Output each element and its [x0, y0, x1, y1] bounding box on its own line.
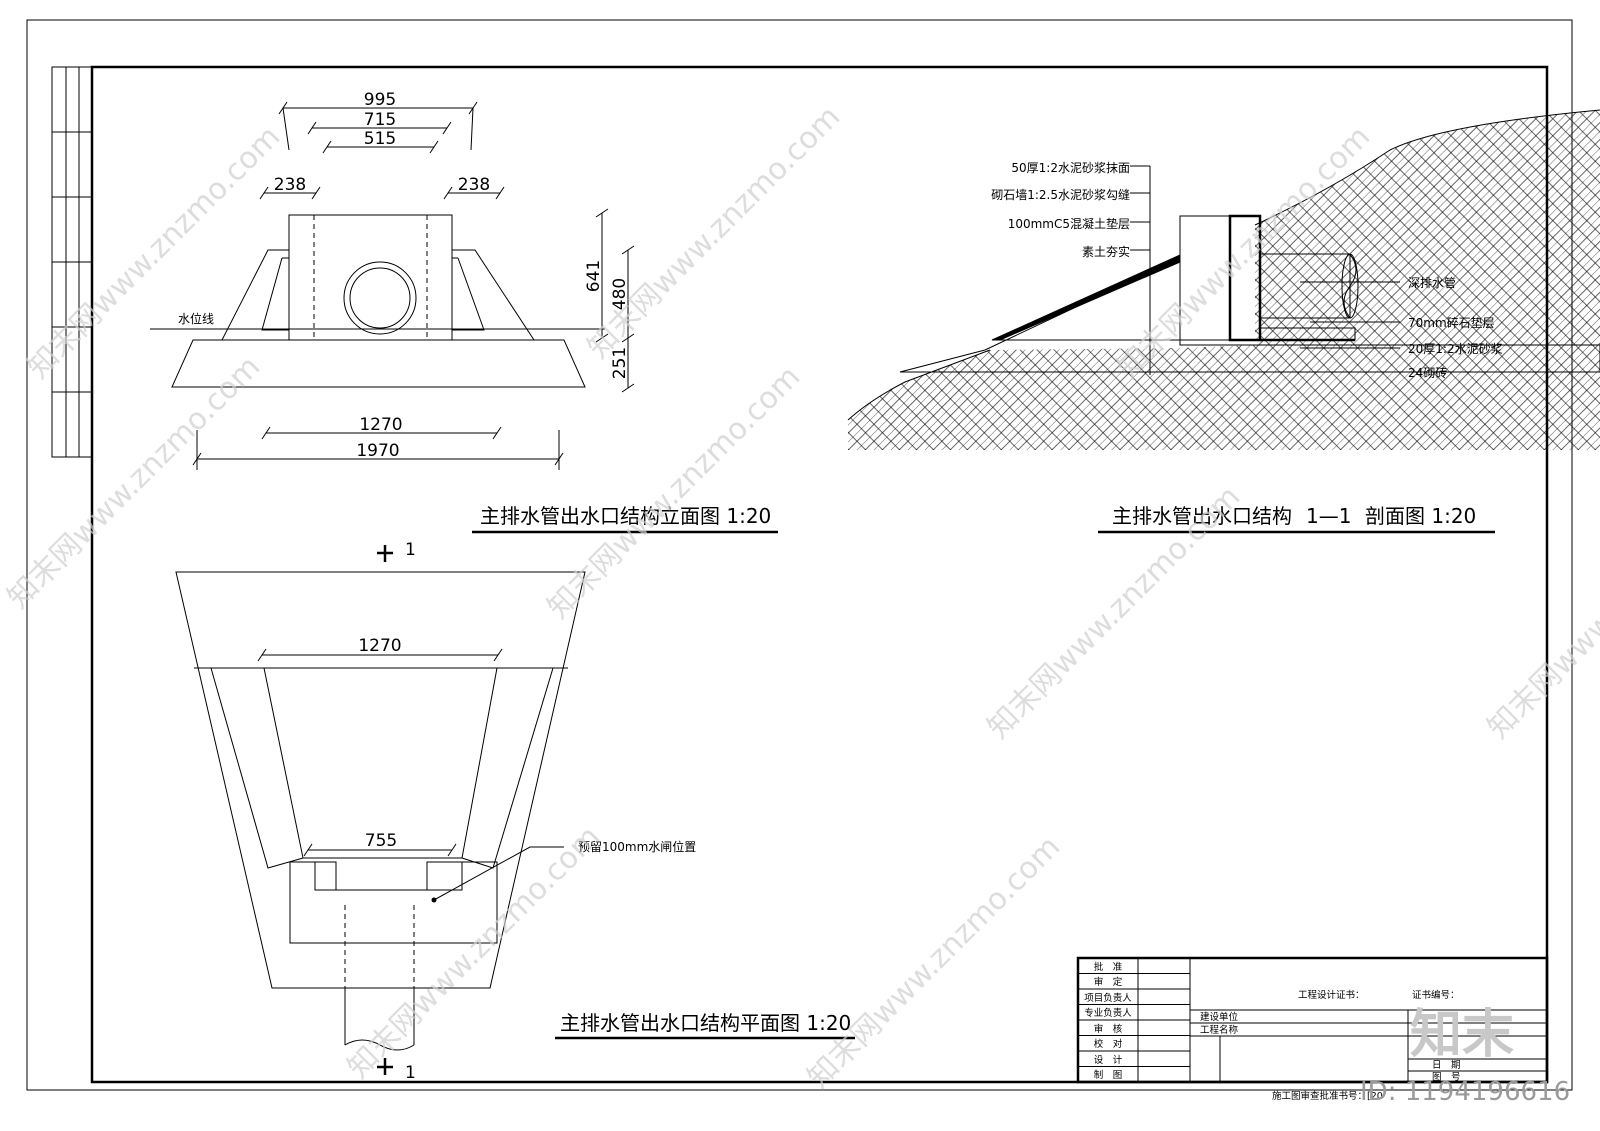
outer-border — [26, 19, 1573, 1091]
tb-drawing-no: 图 号 — [1432, 1072, 1461, 1083]
headwall — [288, 214, 453, 341]
watermark-text: 知末网www.znzmo.com — [1, 349, 267, 615]
watermark-text: 知末网www.znzmo.com — [541, 359, 807, 625]
watermark-text: 知末网www.znzmo.com — [21, 119, 287, 385]
tb-project-lead: 项目负责人 — [1084, 992, 1132, 1004]
section-view: 50厚1:2水泥砂浆抹面 砌石墙1:2.5水泥砂浆勾缝 100mmC5混凝土垫层… — [847, 109, 1600, 534]
label-mortar-layer: 20厚1:2水泥砂浆 — [1408, 341, 1503, 356]
tb-date: 日 期 — [1432, 1060, 1461, 1071]
pipe-inner — [349, 267, 411, 329]
dim-515: 515 — [364, 129, 396, 149]
tb-draw: 制 图 — [1094, 1069, 1123, 1081]
dim-1270: 1270 — [359, 415, 402, 435]
plan-dim-1270: 1270 — [358, 636, 401, 656]
plan-view: 1270 755 预留100mm水闸位置 1 1 主排水管出水口结构平面图 1:… — [175, 540, 855, 1083]
plan-outer — [175, 571, 586, 989]
dim-995: 995 — [364, 90, 396, 110]
cut-mark-top-label: 1 — [405, 540, 416, 560]
pipe-outer — [343, 261, 417, 335]
dim-238-left: 238 — [274, 175, 306, 195]
inner-border — [90, 65, 1549, 1084]
label-drain-pipe: 深排水管 — [1408, 275, 1456, 290]
tb-review: 审 核 — [1094, 1023, 1123, 1035]
tb-client: 建设单位 — [1200, 1011, 1239, 1023]
plan-right-wing — [461, 667, 554, 869]
tb-discipline-lead: 专业负责人 — [1084, 1007, 1132, 1019]
label-brick: 24砌砖 — [1408, 365, 1447, 380]
label-compacted-soil: 素土夯实 — [1082, 244, 1130, 259]
label-rubble-wall: 砌石墙1:2.5水泥砂浆勾缝 — [991, 187, 1130, 202]
tb-certify: 审 定 — [1094, 976, 1123, 988]
label-concrete-cushion: 100mmC5混凝土垫层 — [1008, 216, 1130, 231]
left-wing-wall — [221, 249, 290, 341]
binding-margin-strip — [51, 66, 93, 458]
section-soil-fill — [848, 345, 1600, 450]
label-mortar-facing: 50厚1:2水泥砂浆抹面 — [1011, 160, 1130, 175]
watermark-id: ID: 1194196616 — [1360, 1077, 1570, 1107]
tb-check: 校 对 — [1094, 1038, 1123, 1050]
tb-design: 设 计 — [1094, 1054, 1123, 1066]
tb-footer: 施工图审查批准书号：[20 — [1272, 1090, 1383, 1102]
tb-cert: 工程设计证书： — [1298, 989, 1365, 1001]
title-block: 批 准 审 定 项目负责人 专业负责人 审 核 校 对 设 计 制 图 工程设计… — [1076, 956, 1549, 1102]
sluice-note: 预留100mm水闸位置 — [578, 839, 696, 854]
cut-mark-top — [377, 545, 393, 562]
sluice-leader — [433, 846, 564, 901]
dim-251: 251 — [610, 347, 630, 379]
dim-715: 715 — [364, 110, 396, 130]
dim-238-right: 238 — [458, 175, 490, 195]
section-slope-fill — [1255, 110, 1600, 345]
plan-dimensions — [257, 648, 503, 857]
cut-mark-bottom — [377, 1058, 393, 1075]
water-level-label: 水位线 — [178, 311, 214, 326]
tb-cert-no: 证书编号： — [1412, 989, 1460, 1001]
plan-title: 主排水管出水口结构平面图 1:20 — [560, 1011, 851, 1035]
section-title-a: 主排水管出水口结构 — [1112, 504, 1292, 528]
label-gravel-cushion: 70mm碎石垫层 — [1408, 315, 1495, 330]
elevation-dimensions — [192, 101, 635, 470]
watermark-text: 知末网www.znzmo.com — [341, 819, 607, 1085]
elevation-title: 主排水管出水口结构立面图 1:20 — [480, 504, 771, 528]
dim-480: 480 — [610, 278, 630, 310]
dim-1970: 1970 — [356, 441, 399, 461]
watermark-text: 知末网www.znzmo.com — [801, 829, 1067, 1095]
elevation-view: 水位线 — [150, 90, 778, 534]
plan-left-wing — [210, 667, 304, 869]
watermark-text: 知末网www.znzmo.com — [581, 99, 847, 365]
plan-headwall — [289, 861, 498, 944]
cut-mark-bottom-label: 1 — [405, 1063, 416, 1083]
section-title-c: 剖面图 1:20 — [1365, 504, 1476, 528]
tb-approve: 批 准 — [1094, 961, 1123, 973]
right-wing-wall — [451, 249, 535, 341]
dim-641: 641 — [584, 260, 604, 292]
watermark-text: 知末网www.znzmo.com — [1481, 479, 1600, 745]
plan-dim-755: 755 — [365, 831, 397, 851]
section-title-b: 1—1 — [1306, 504, 1351, 528]
tb-project: 工程名称 — [1200, 1024, 1239, 1036]
watermark-logo: 知末 — [1410, 1005, 1514, 1065]
